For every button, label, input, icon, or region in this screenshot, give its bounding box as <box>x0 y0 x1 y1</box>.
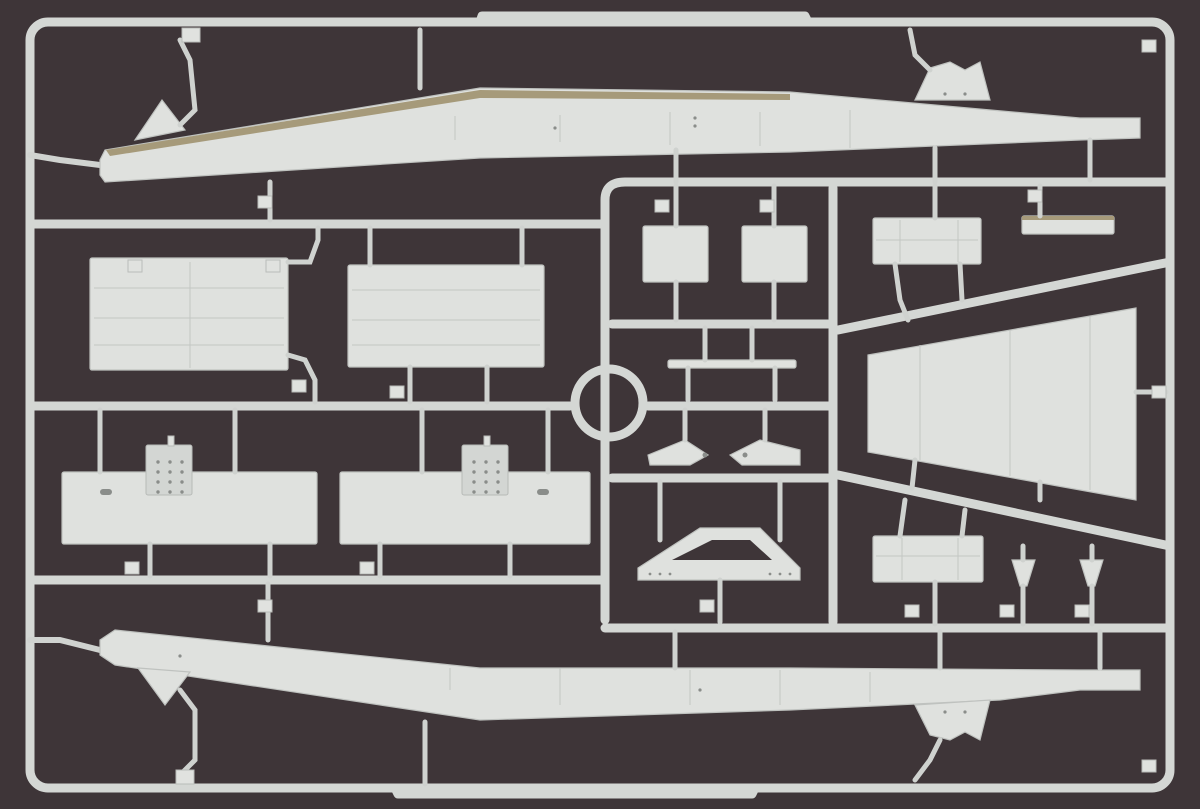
side-panels <box>89 225 545 405</box>
perforated-panels <box>61 407 591 579</box>
sprue-runners <box>25 152 1175 653</box>
small-parts <box>637 183 808 625</box>
upper-chassis-rail <box>99 27 1141 183</box>
right-parts <box>867 137 1169 627</box>
frame-gates <box>127 27 1157 787</box>
lower-chassis-rail <box>99 629 1141 785</box>
